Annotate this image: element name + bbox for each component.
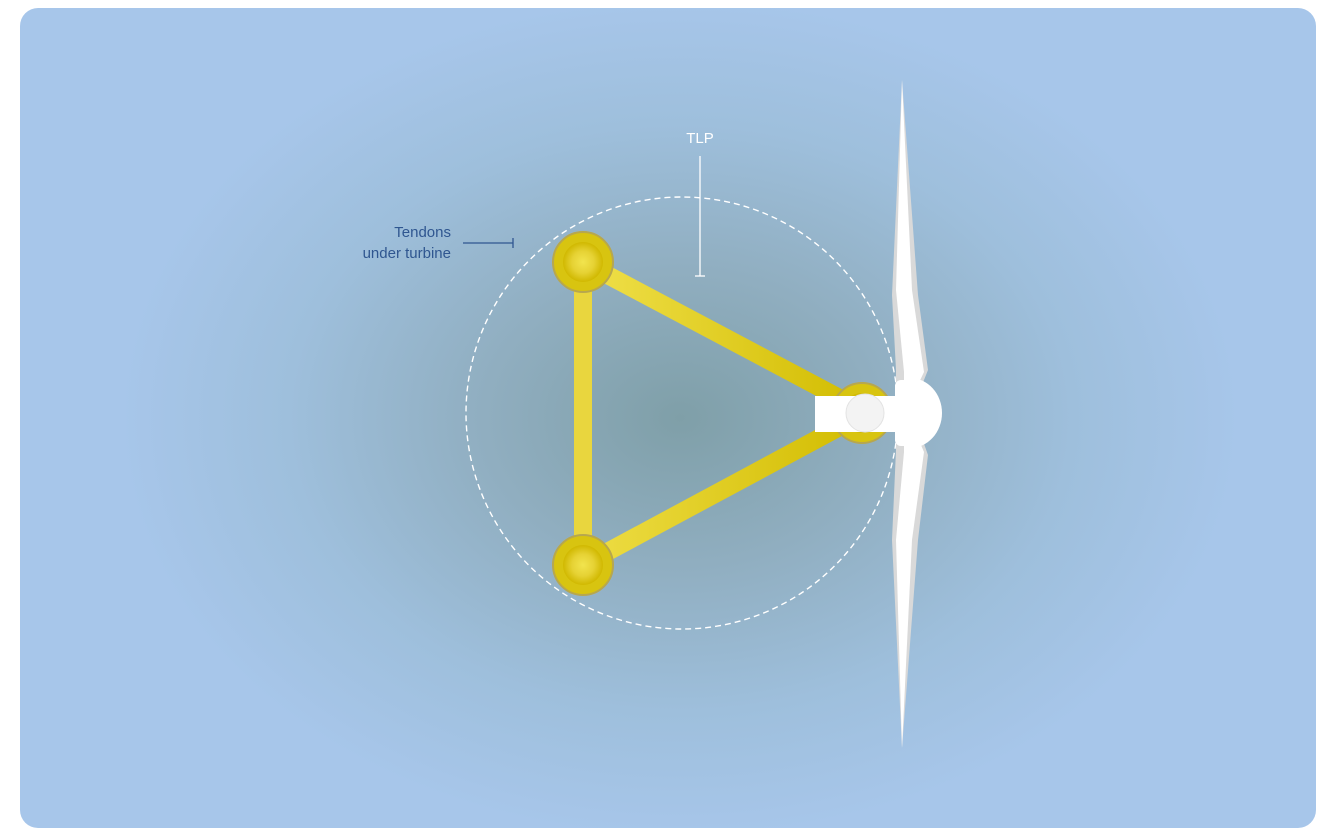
wind-turbine-icon <box>815 80 942 748</box>
tendons-label-line2: under turbine <box>363 245 451 262</box>
tlp-annotation: TLP <box>686 130 714 277</box>
turbine-hub <box>895 380 913 446</box>
platform-arm-bottom <box>578 407 867 573</box>
tendon-node-icon <box>552 231 614 293</box>
tlp-platform <box>574 254 867 573</box>
tendon-node-icon <box>552 534 614 596</box>
platform-arm-top <box>578 254 867 418</box>
tendons-annotation: Tendons under turbine <box>363 224 514 262</box>
turbine-spinner <box>910 378 942 448</box>
diagram-panel <box>20 8 1316 828</box>
turbine-blades <box>896 80 924 748</box>
tendons-label-line1: Tendons <box>394 224 451 241</box>
tlp-label: TLP <box>686 130 714 147</box>
